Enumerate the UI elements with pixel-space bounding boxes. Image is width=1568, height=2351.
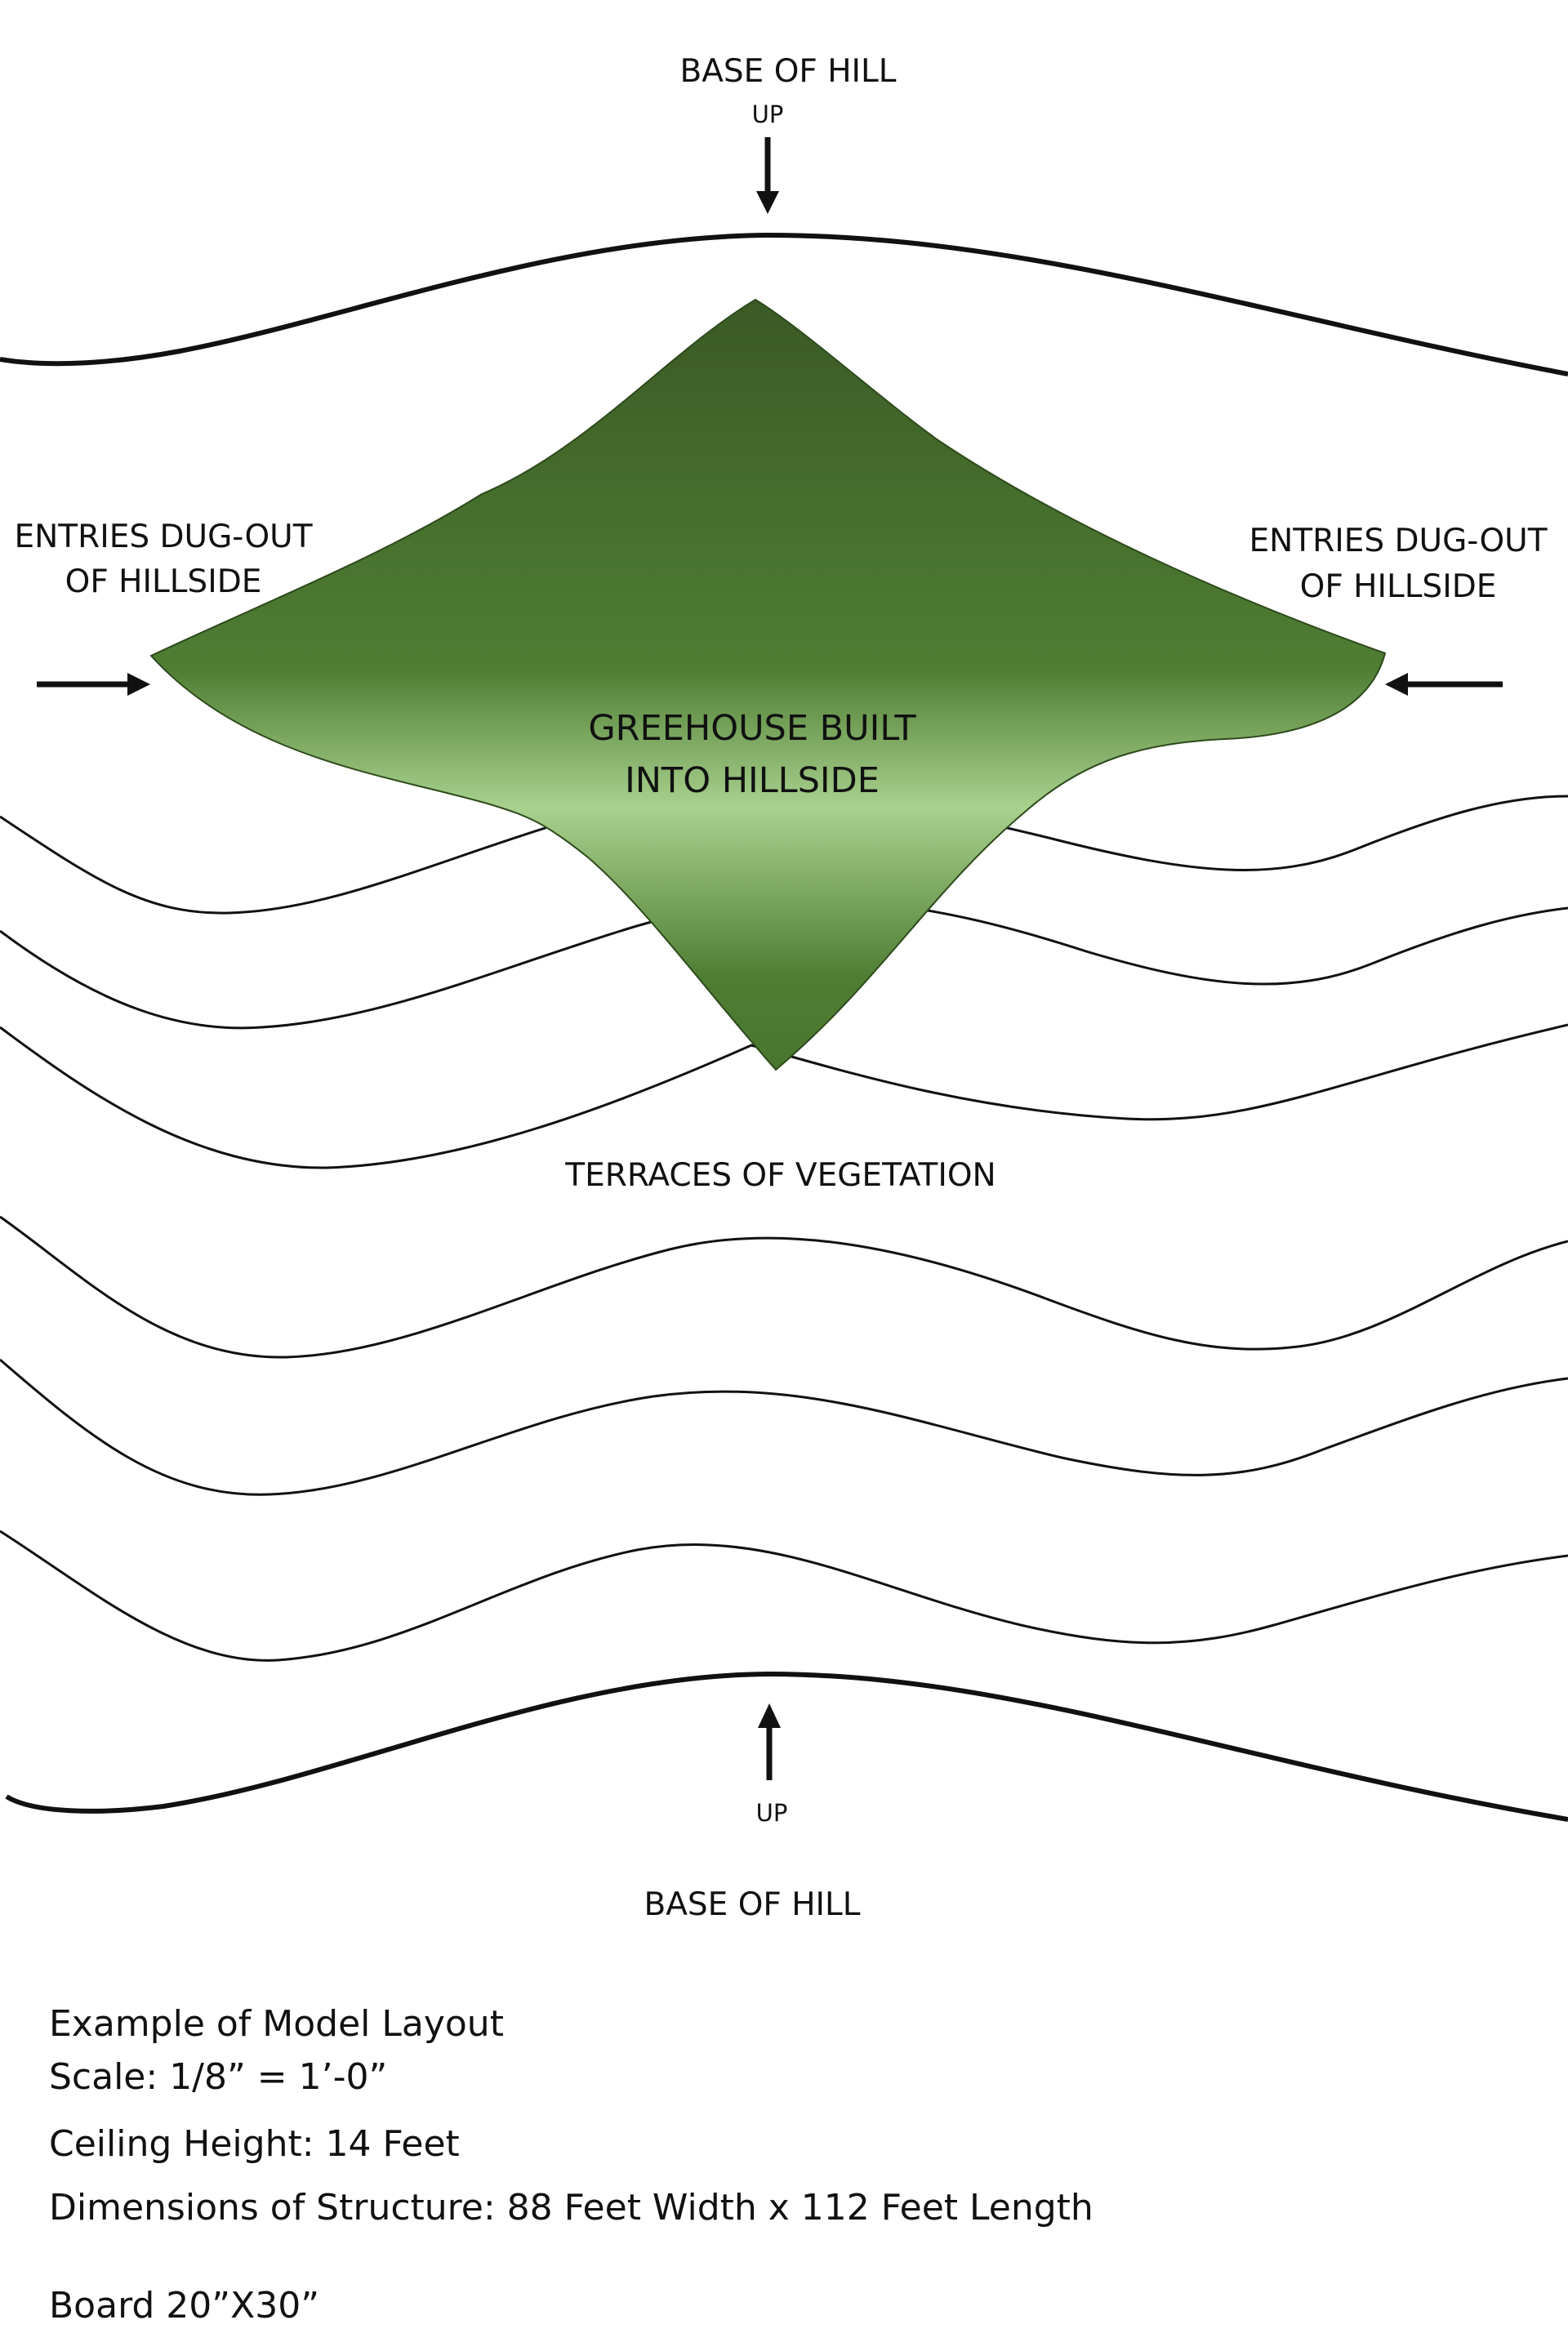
bottom-up-label: UP [756,1799,788,1827]
greenhouse-label-line2: INTO HILLSIDE [625,760,880,801]
terrace-line-3 [0,1023,1568,1169]
terraces-label: TERRACES OF VEGETATION [564,1157,996,1194]
top-base-contour [0,232,1568,376]
notes-board-size: Board 20”X30” [49,2285,319,2327]
entries-right-label-line2: OF HILLSIDE [1300,568,1497,605]
left-entry-arrow-icon [37,673,150,696]
entries-left-label-line2: OF HILLSIDE [65,563,262,600]
top-up-label: UP [752,100,784,128]
bottom-up-arrow-icon [758,1703,781,1780]
top-up-arrow-icon [756,137,779,214]
terrace-line-6 [0,1529,1568,1662]
entries-right-label-line1: ENTRIES DUG-OUT [1249,523,1547,559]
notes-dimensions: Dimensions of Structure: 88 Feet Width x… [49,2187,1094,2229]
entries-left-label-line1: ENTRIES DUG-OUT [14,519,312,555]
bottom-base-label: BASE OF HILL [644,1886,860,1923]
greenhouse-shape [149,298,1387,1071]
notes-title: Example of Model Layout [49,2003,504,2045]
notes-ceiling-height: Ceiling Height: 14 Feet [49,2123,460,2165]
greenhouse-label-line1: GREEHOUSE BUILT [588,708,916,749]
terrace-line-4 [0,1215,1568,1359]
top-base-label: BASE OF HILL [679,53,896,90]
bottom-base-contour [5,1671,1568,1822]
notes-scale: Scale: 1/8” = 1’-0” [49,2056,387,2098]
right-entry-arrow-icon [1385,673,1503,696]
terrace-line-5 [0,1358,1568,1496]
